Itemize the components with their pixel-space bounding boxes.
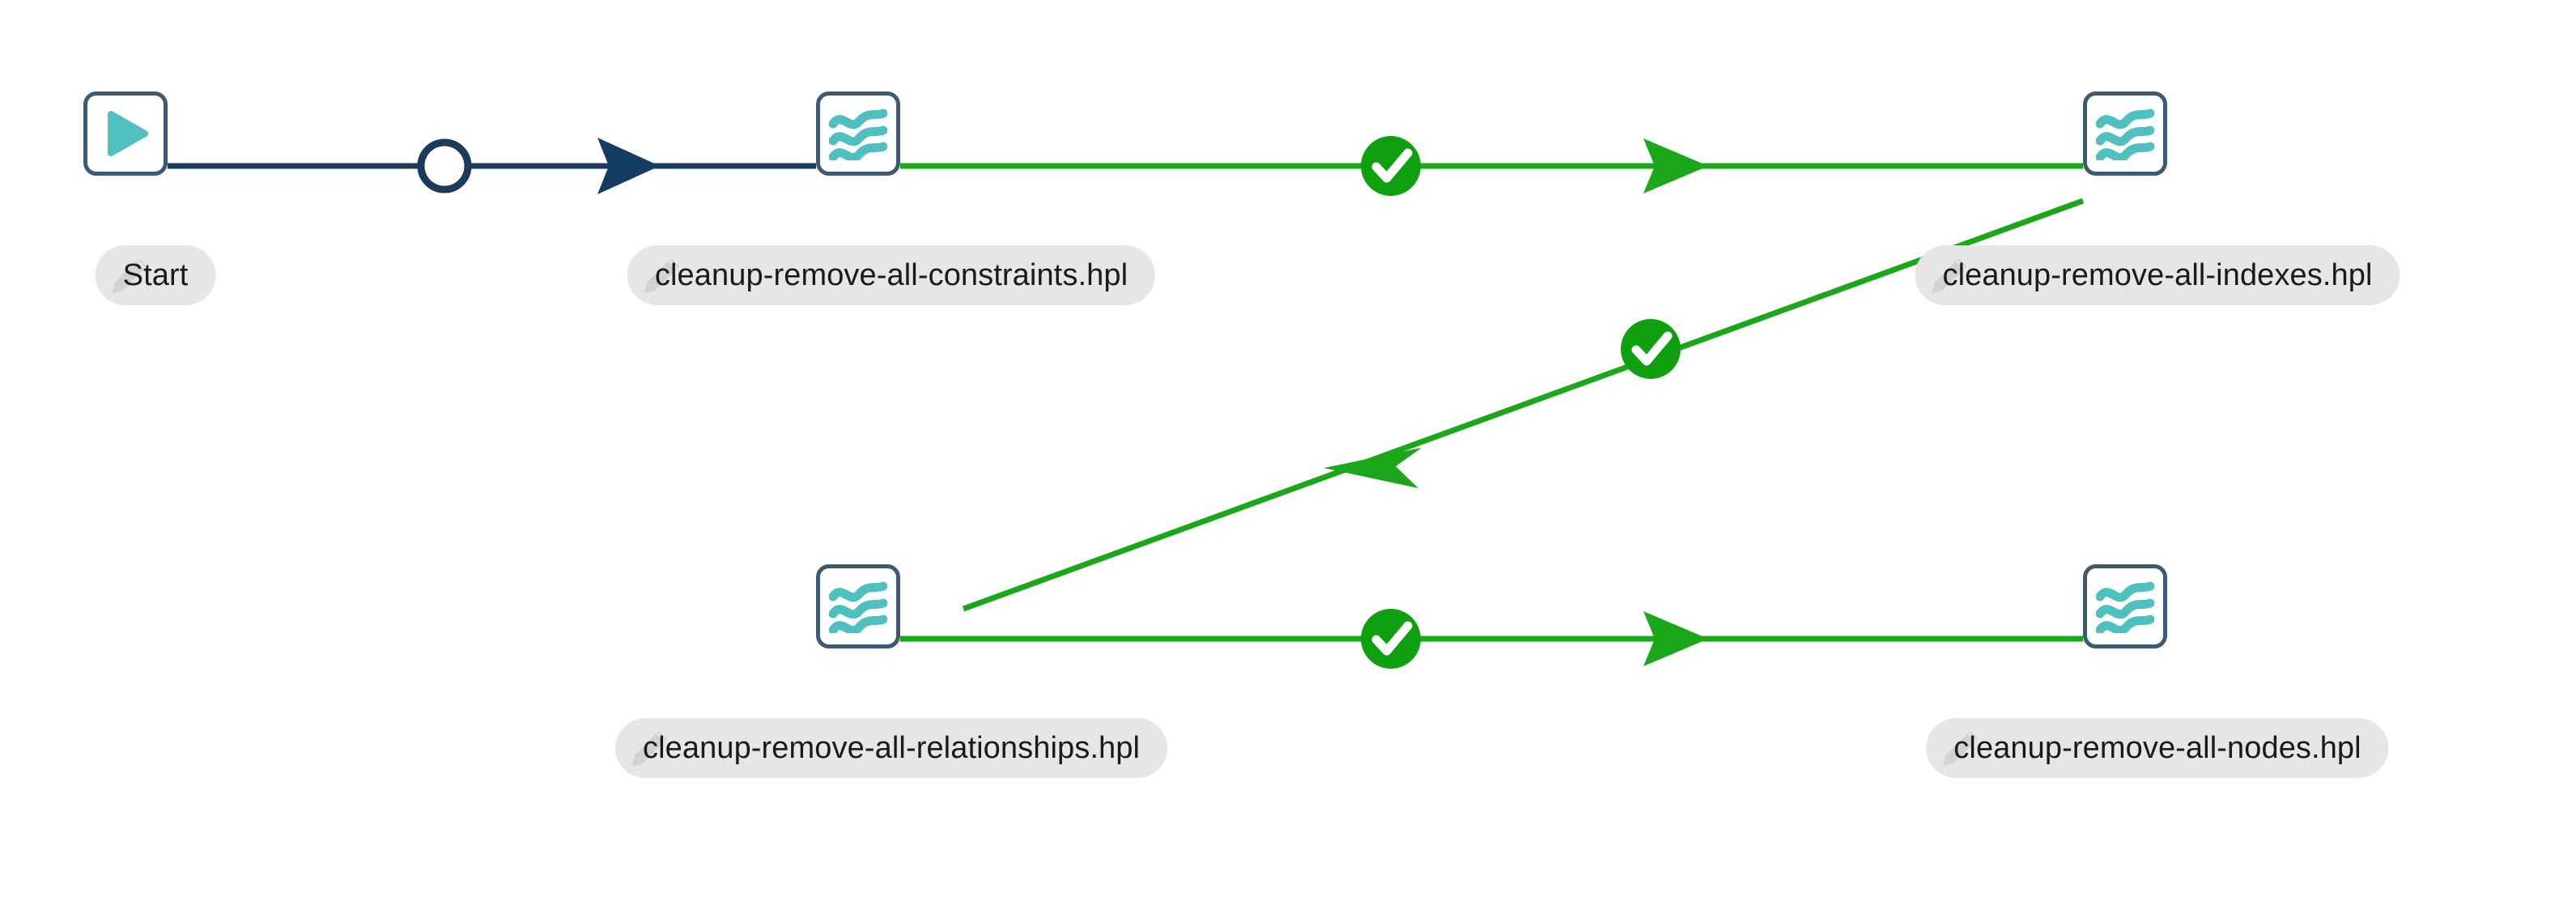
edge-relationships-to-nodes[interactable]: [900, 609, 2083, 669]
success-check-icon: [1621, 319, 1681, 379]
pencil-edit-icon: [108, 253, 151, 300]
workflow-node-nodes[interactable]: [2083, 564, 2167, 648]
solid-arrowhead-icon: [597, 138, 660, 194]
node-label-text: cleanup-remove-all-nodes.hpl: [1953, 730, 2361, 765]
node-label-relationships[interactable]: cleanup-remove-all-relationships.hpl: [614, 718, 1168, 778]
workflow-node-constraints[interactable]: [816, 91, 900, 176]
pencil-edit-icon: [640, 253, 682, 300]
edge-start-to-constraints[interactable]: [168, 138, 816, 194]
edge-line: [962, 198, 2085, 612]
play-triangle-icon: [100, 108, 151, 159]
workflow-node-indexes[interactable]: [2083, 91, 2167, 176]
node-label-indexes[interactable]: cleanup-remove-all-indexes.hpl: [1915, 245, 2400, 305]
node-label-text: cleanup-remove-all-indexes.hpl: [1942, 257, 2373, 292]
pencil-edit-icon: [1939, 726, 1981, 772]
node-label-text: cleanup-remove-all-relationships.hpl: [642, 730, 1141, 765]
pencil-edit-icon: [628, 726, 670, 772]
pipeline-waves-icon: [2096, 107, 2154, 160]
edge-indexes-to-relationships[interactable]: [962, 198, 2085, 612]
workflow-node-relationships[interactable]: [816, 564, 900, 648]
node-label-start[interactable]: Start: [95, 245, 216, 305]
workflow-node-start[interactable]: [83, 91, 168, 176]
edge-constraints-to-indexes[interactable]: [900, 136, 2083, 196]
success-check-icon: [1361, 609, 1421, 669]
node-label-nodes[interactable]: cleanup-remove-all-nodes.hpl: [1926, 718, 2389, 778]
node-label-text: cleanup-remove-all-constraints.hpl: [654, 257, 1129, 292]
pipeline-waves-icon: [829, 107, 887, 160]
green-arrowhead-icon: [1643, 611, 1708, 666]
green-arrowhead-icon: [1643, 138, 1708, 193]
node-label-constraints[interactable]: cleanup-remove-all-constraints.hpl: [627, 245, 1156, 305]
hollow-circle-icon: [417, 138, 472, 193]
pipeline-waves-icon: [829, 580, 887, 633]
pencil-edit-icon: [1928, 253, 1970, 300]
green-arrowhead-icon: [1324, 448, 1422, 488]
success-check-icon: [1361, 136, 1421, 196]
pipeline-waves-icon: [2096, 580, 2154, 633]
node-label-text: Start: [122, 257, 189, 292]
